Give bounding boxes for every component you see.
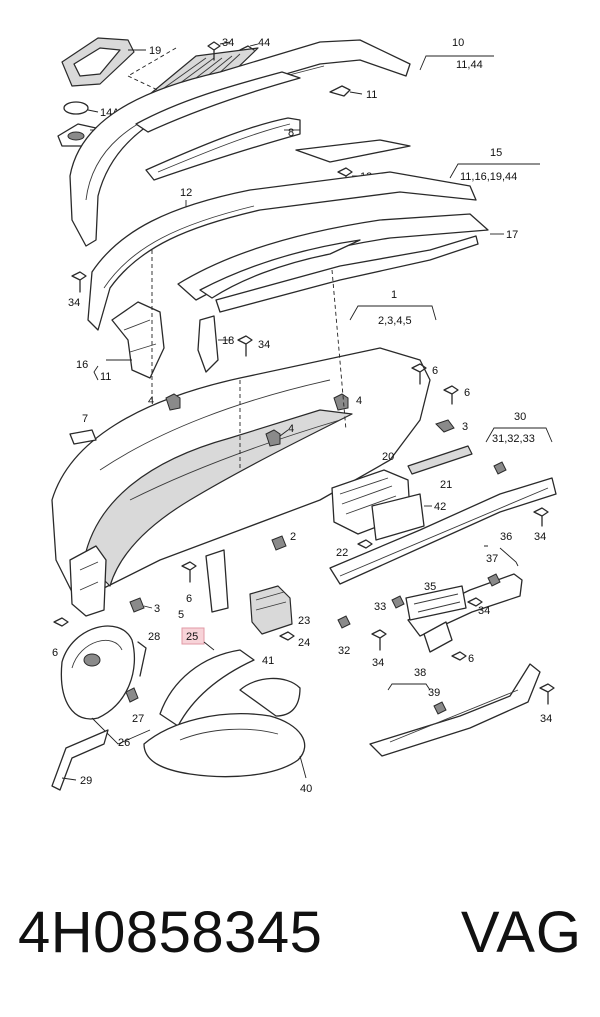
- callout-l29: 29: [80, 775, 92, 787]
- airbag-module-26: [60, 625, 136, 720]
- module-23: [249, 585, 293, 635]
- lower-trim-30: [329, 477, 557, 585]
- callout-l3a: 3: [462, 421, 468, 433]
- vent-17: [177, 213, 489, 301]
- clip-4a: [165, 393, 181, 411]
- lower-panel-38: [369, 663, 541, 757]
- callout-l42: 42: [434, 501, 446, 513]
- dashboard-main: [51, 347, 431, 601]
- callout-l25: 25: [186, 631, 198, 643]
- ring-14a: [63, 101, 89, 115]
- callout-l20: 20: [382, 451, 394, 463]
- column-trim-25: [159, 649, 255, 727]
- callout-l18: 18: [222, 335, 234, 347]
- callout-l2: 2: [290, 531, 296, 543]
- callout-l3b: 3: [154, 603, 160, 615]
- brand-label: VAG: [460, 900, 582, 965]
- callout-l5: 5: [178, 609, 184, 621]
- callout-l1: 1: [391, 289, 397, 301]
- column-shroud-40: [143, 713, 306, 778]
- callout-l27: 27: [132, 713, 144, 725]
- callout-l41: 41: [262, 655, 274, 667]
- callout-l6a: 6: [432, 365, 438, 377]
- callout-l30sub: 31,32,33: [492, 433, 535, 445]
- callout-l44: 44: [258, 37, 270, 49]
- callout-l35: 35: [424, 581, 436, 593]
- callout-l33: 33: [374, 601, 386, 613]
- callout-l32: 32: [338, 645, 350, 657]
- callout-l4b: 4: [356, 395, 362, 407]
- callout-l11a: 11: [366, 89, 377, 101]
- callout-l19: 19: [149, 45, 161, 57]
- callout-l23: 23: [298, 615, 310, 627]
- callout-l40: 40: [300, 783, 312, 795]
- callout-l26: 26: [118, 737, 130, 749]
- callout-l7: 7: [82, 413, 88, 425]
- callout-l1sub: 2,3,4,5: [378, 315, 412, 327]
- trim-21: [407, 445, 473, 475]
- callout-l34g: 34: [540, 713, 552, 725]
- footer: 4H0858345 VAG: [0, 888, 600, 978]
- callout-l34e: 34: [478, 605, 490, 617]
- callout-l37: 37: [486, 553, 498, 565]
- side-trim-29: [51, 729, 109, 791]
- callout-l10sub: 11,44: [456, 59, 483, 71]
- callout-l6b: 6: [464, 387, 470, 399]
- callout-l8: 8: [288, 127, 294, 139]
- callout-l34f: 34: [372, 657, 384, 669]
- callout-l24: 24: [298, 637, 310, 649]
- callout-l15: 15: [490, 147, 502, 159]
- callout-l15sub: 11,16,19,44: [460, 171, 517, 183]
- lower-rail: [215, 235, 479, 313]
- highlight-box: [181, 627, 205, 645]
- left-frame: [69, 545, 107, 617]
- callout-l21: 21: [440, 479, 452, 491]
- screen-42: [371, 493, 425, 541]
- defroster-cover-19: [61, 37, 135, 87]
- callout-l39: 39: [428, 687, 440, 699]
- callout-l10: 10: [452, 37, 464, 49]
- column-bracket: [205, 549, 229, 613]
- trim-41: [239, 677, 301, 717]
- mid-dash-panel: [87, 171, 477, 331]
- callout-l34a: 34: [222, 37, 234, 49]
- callout-l17: 17: [506, 229, 518, 241]
- callout-l4a: 4: [148, 395, 154, 407]
- callout-l28: 28: [148, 631, 160, 643]
- trim-strip: [295, 139, 411, 163]
- parts-diagram: 19 14A 14 34 44 10 11,44 11 8 15 11,16,1…: [51, 37, 557, 795]
- bracket-18: [197, 315, 219, 373]
- callout-l16sub: 11: [100, 371, 111, 383]
- upper-dash-panel: [69, 39, 411, 247]
- callout-l34d: 34: [534, 531, 546, 543]
- part-number: 4H0858345: [18, 900, 323, 965]
- callout-l16: 16: [76, 359, 88, 371]
- callout-l6e: 6: [52, 647, 58, 659]
- callout-l36: 36: [500, 531, 512, 543]
- callout-l12: 12: [180, 187, 192, 199]
- control-unit-35: [405, 585, 467, 621]
- bracket-16: [111, 301, 165, 379]
- callout-l4c: 4: [288, 423, 294, 435]
- callout-l38: 38: [414, 667, 426, 679]
- callout-l34c: 34: [258, 339, 270, 351]
- callout-l30: 30: [514, 411, 526, 423]
- center-vent-8: [145, 117, 301, 181]
- callout-l22: 22: [336, 547, 348, 559]
- callout-l6d: 6: [468, 653, 474, 665]
- callout-l34b: 34: [68, 297, 80, 309]
- callout-l6c: 6: [186, 593, 192, 605]
